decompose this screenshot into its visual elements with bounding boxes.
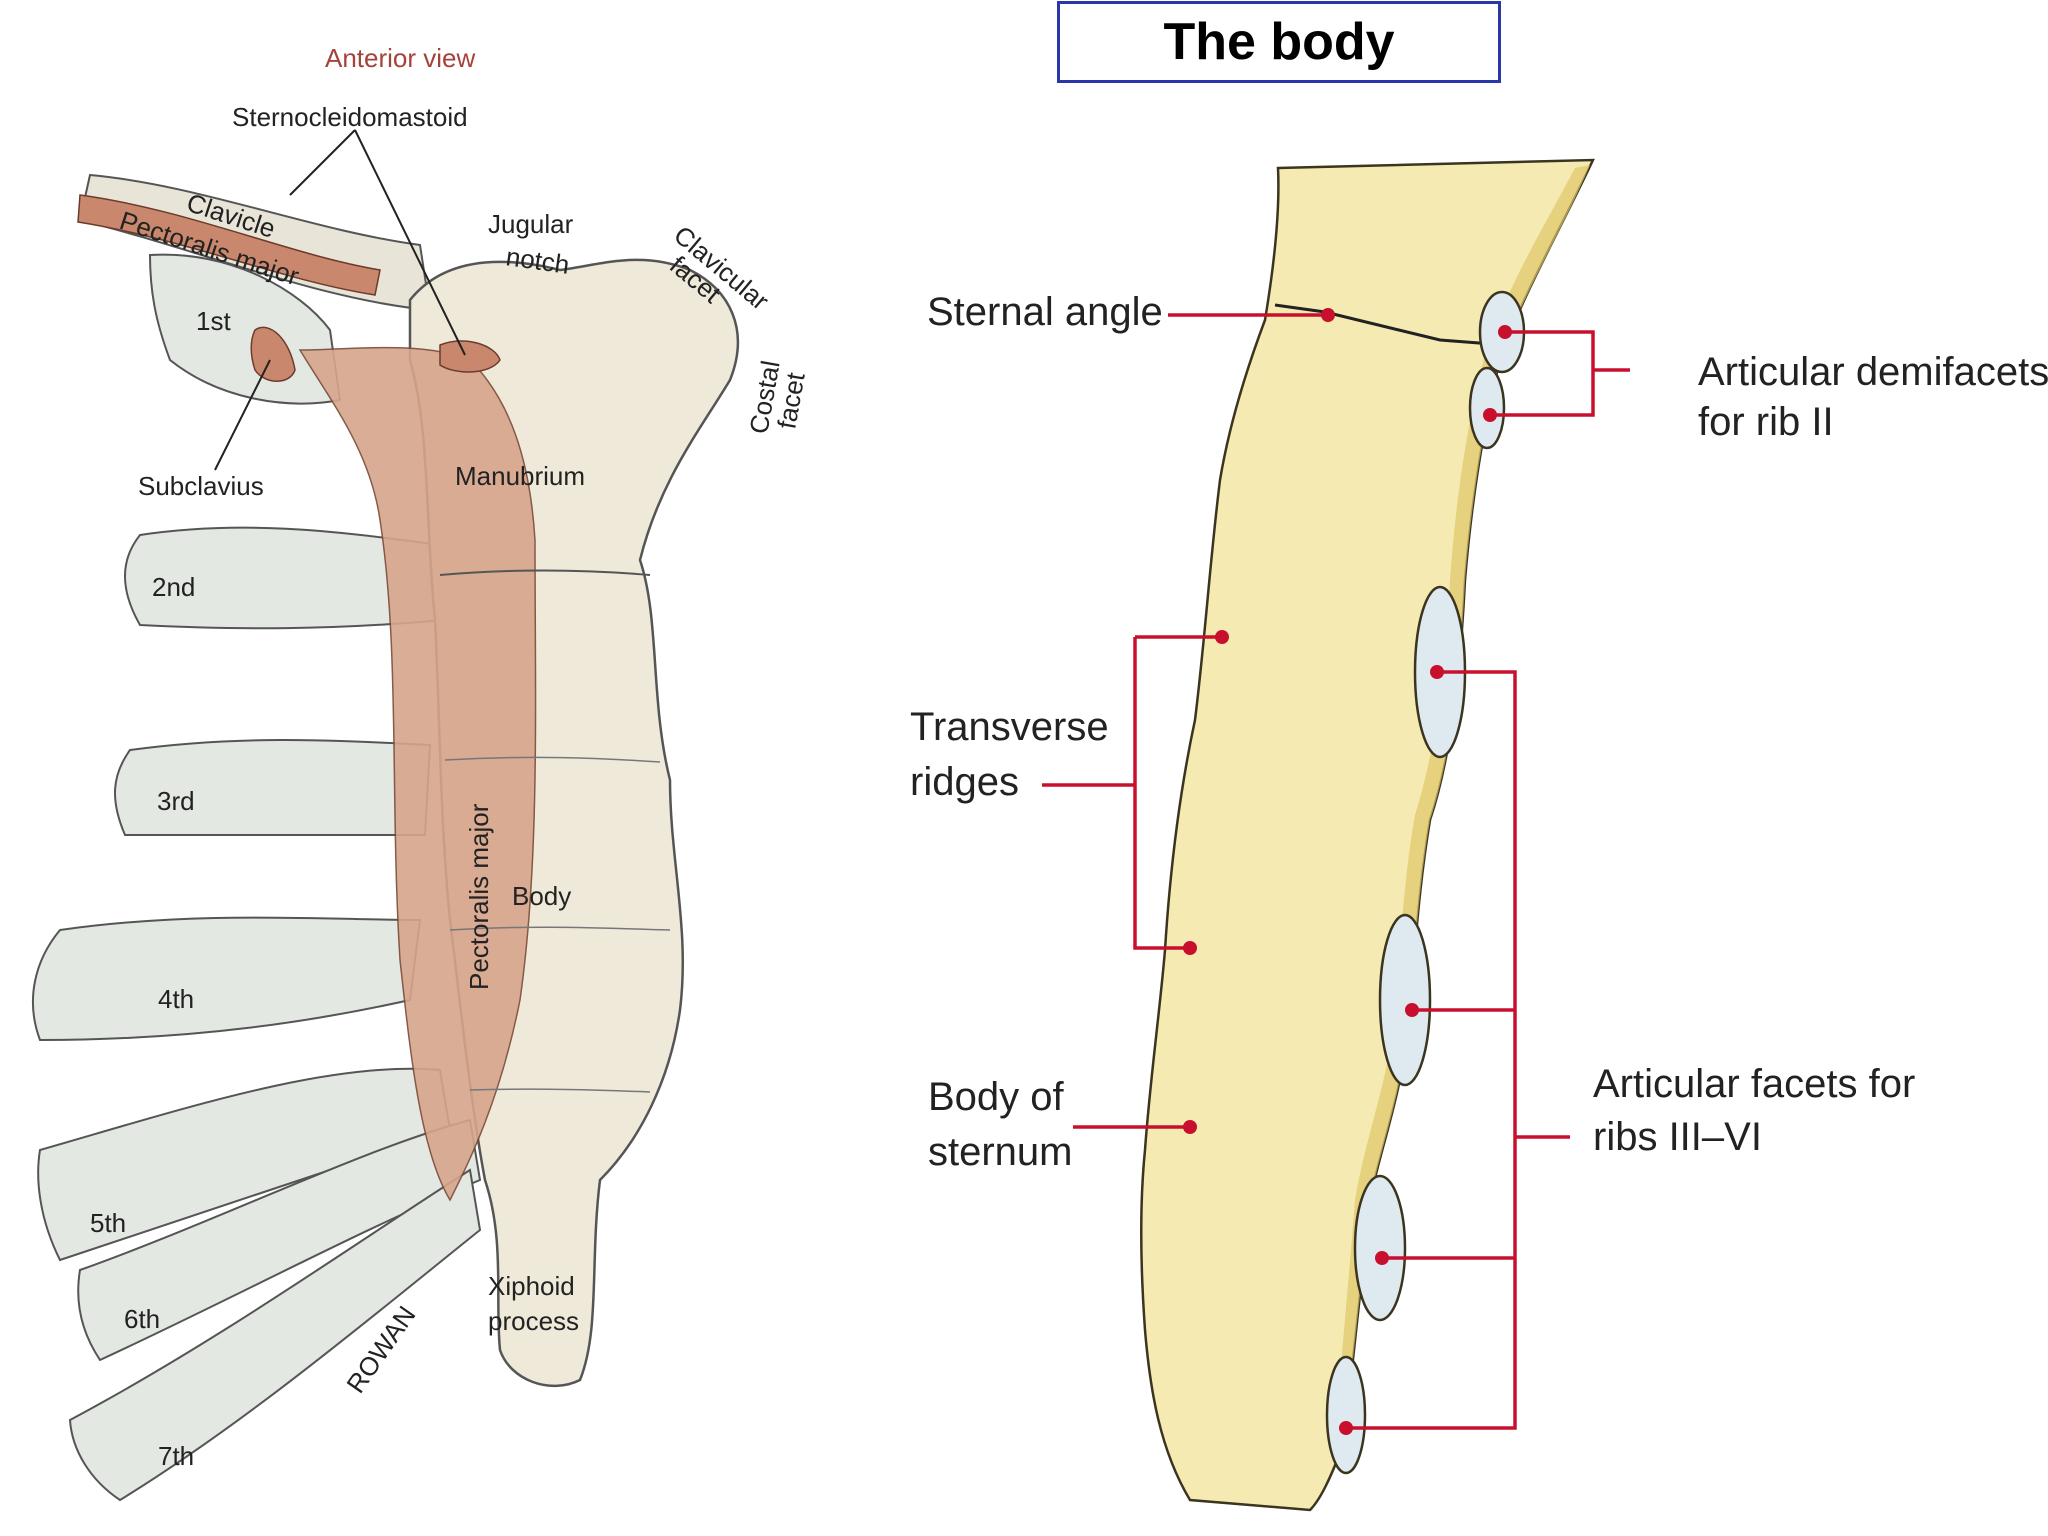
pectoralis-major-vertical-label: Pectoralis major — [464, 803, 494, 990]
ribs — [31, 253, 482, 1502]
xiphoid-label-1: Xiphoid — [488, 1271, 575, 1301]
dot-ridge-upper — [1215, 630, 1229, 644]
dot-ridge-lower — [1183, 941, 1197, 955]
subclavius-pointer — [214, 359, 271, 471]
left-pointers — [214, 129, 466, 471]
sternal-angle-label: Sternal angle — [927, 290, 1163, 334]
dot-facet-4 — [1405, 1003, 1419, 1017]
xiphoid-label-2: process — [488, 1306, 579, 1336]
subclavius-label: Subclavius — [138, 471, 264, 501]
transverse-ridges-label-2: ridges — [910, 760, 1019, 804]
demifacets-label-1: Articular demifacets — [1698, 350, 2048, 394]
dot-facet-6 — [1339, 1421, 1353, 1435]
dot-sternal-angle — [1321, 308, 1335, 322]
pointer-dots — [1183, 308, 1512, 1435]
subclavius-muscle — [250, 326, 296, 382]
facet-rib-4 — [1378, 913, 1432, 1087]
sternal-line-2 — [449, 926, 671, 931]
demifacets-label-2: for rib II — [1698, 400, 1834, 444]
sternal-line-1 — [444, 756, 661, 763]
demifacet-lower — [1468, 366, 1506, 450]
title-box: The body — [1057, 1, 1501, 83]
facet-rib-6 — [1325, 1355, 1367, 1475]
scm-pointer-1 — [289, 129, 356, 196]
right-sternum-figure: Sternal angle Articular demifacets for r… — [910, 158, 2048, 1512]
transverse-ridges-bracket — [1042, 635, 1222, 950]
manubrium-label: Manubrium — [455, 461, 585, 491]
right-pointers — [1042, 313, 1630, 1430]
body-label-left: Body — [512, 881, 571, 911]
demifacet-bracket — [1490, 330, 1630, 417]
dot-demifacet-upper — [1498, 325, 1512, 339]
transverse-ridges-label-1: Transverse — [910, 705, 1109, 749]
rib-3 — [114, 739, 432, 837]
rib-7-label: 7th — [158, 1441, 194, 1471]
sternal-angle-line — [1274, 303, 1506, 347]
facet-rib-5 — [1353, 1174, 1407, 1322]
sternocleidomastoid-label: Sternocleidomastoid — [232, 102, 468, 132]
scm-attachment — [439, 340, 501, 373]
facets-bracket — [1346, 670, 1570, 1430]
jugular-label-1: Jugular — [488, 209, 574, 239]
left-anterior-figure: Anterior view Sternocleidomastoid Clavic… — [31, 43, 811, 1502]
sternal-line-3 — [469, 1088, 651, 1093]
scm-pointer-2 — [354, 129, 466, 356]
pectoralis-major-clavicular — [77, 194, 381, 296]
rib-4-label: 4th — [158, 984, 194, 1014]
rib-5-label: 5th — [90, 1208, 126, 1238]
rib-6-label: 6th — [124, 1304, 160, 1334]
manubriosternal-joint — [439, 569, 651, 576]
body-of-sternum-label-2: sternum — [928, 1130, 1073, 1174]
anterior-view-label: Anterior view — [325, 43, 475, 73]
page-title: The body — [1163, 13, 1395, 71]
dot-facet-5 — [1375, 1251, 1389, 1265]
rib-2 — [124, 526, 447, 630]
rib-4 — [31, 916, 422, 1042]
rib-3-label: 3rd — [157, 786, 195, 816]
rib-1-label: 1st — [196, 306, 231, 336]
pectoralis-major-sternal — [298, 346, 537, 1202]
dot-facet-3 — [1430, 665, 1444, 679]
body-of-sternum-label-1: Body of — [928, 1075, 1065, 1119]
rib-7 — [68, 1168, 482, 1502]
dot-demifacet-lower — [1483, 408, 1497, 422]
dot-body — [1183, 1120, 1197, 1134]
facets-label-2: ribs III–VI — [1593, 1115, 1762, 1159]
rib-2-label: 2nd — [152, 572, 195, 602]
facets-label-1: Articular facets for — [1593, 1062, 1915, 1106]
